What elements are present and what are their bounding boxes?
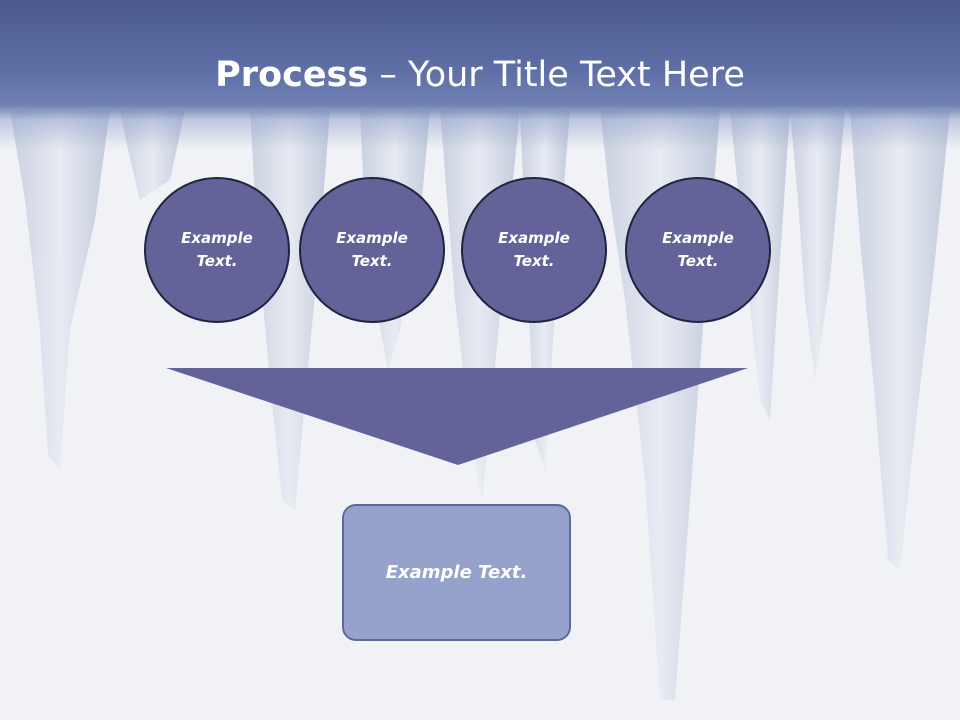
step-label-4: Example Text. [662, 229, 734, 270]
result-label: Example Text. [385, 562, 528, 583]
result-box: Example Text. [342, 504, 571, 641]
step-circle-4: Example Text. [625, 177, 771, 323]
title-bar: Process – Your Title Text Here [0, 0, 960, 150]
step-label-1: Example Text. [181, 229, 253, 270]
step-label-2: Example Text. [336, 229, 408, 270]
step-label-3: Example Text. [498, 229, 570, 270]
step-circle-1: Example Text. [144, 177, 290, 323]
title-bold-text: Process [215, 55, 369, 95]
funnel-triangle [166, 368, 748, 465]
step-circle-3: Example Text. [461, 177, 607, 323]
page-title: Process – Your Title Text Here [0, 52, 960, 98]
title-rest-text: – Your Title Text Here [368, 55, 745, 95]
step-circle-2: Example Text. [299, 177, 445, 323]
